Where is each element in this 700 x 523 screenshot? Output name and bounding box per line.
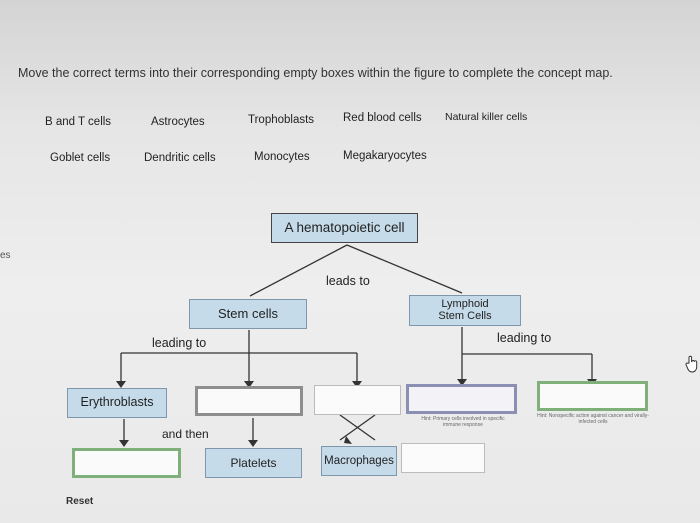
lymphoid-stem-cells-box: Lymphoid Stem Cells bbox=[409, 295, 521, 326]
leading-to-right-label: leading to bbox=[497, 331, 552, 345]
hint-text-1: Hint: Primary cells involved in specific… bbox=[421, 416, 505, 428]
left-edge-text: es bbox=[0, 250, 11, 261]
hint-text-2: Hint: Nonspecific action against cancer … bbox=[537, 413, 649, 425]
term-red-blood-cells[interactable]: Red blood cells bbox=[343, 112, 422, 124]
and-then-label: and then bbox=[162, 427, 209, 441]
reset-button[interactable]: Reset bbox=[66, 496, 94, 507]
term-goblet-cells[interactable]: Goblet cells bbox=[50, 152, 111, 164]
term-natural-killer-cells[interactable]: Natural killer cells bbox=[445, 111, 528, 123]
leads-to-label: leads to bbox=[326, 274, 370, 288]
leading-to-left-label: leading to bbox=[152, 336, 207, 350]
empty-drop-box-lymphoid-1[interactable] bbox=[406, 384, 517, 414]
empty-drop-box-2[interactable] bbox=[195, 386, 303, 416]
macrophages-box: Macrophages bbox=[321, 446, 397, 476]
term-b-and-t-cells[interactable]: B and T cells bbox=[45, 116, 112, 128]
empty-drop-box-3[interactable] bbox=[314, 385, 401, 415]
pointer-cursor-icon bbox=[684, 355, 700, 373]
platelets-box: Platelets bbox=[205, 448, 302, 478]
empty-drop-box-1[interactable] bbox=[72, 448, 181, 478]
term-trophoblasts[interactable]: Trophoblasts bbox=[248, 114, 315, 126]
stem-cells-box: Stem cells bbox=[189, 299, 307, 329]
term-dendritic-cells[interactable]: Dendritic cells bbox=[144, 152, 216, 164]
empty-drop-box-lymphoid-2[interactable] bbox=[537, 381, 648, 411]
instruction-text: Move the correct terms into their corres… bbox=[18, 66, 613, 80]
empty-drop-box-4[interactable] bbox=[401, 443, 485, 473]
root-box: A hematopoietic cell bbox=[271, 213, 418, 243]
term-monocytes[interactable]: Monocytes bbox=[254, 151, 310, 163]
term-astrocytes[interactable]: Astrocytes bbox=[151, 116, 205, 128]
term-megakaryocytes[interactable]: Megakaryocytes bbox=[343, 150, 427, 162]
erythroblasts-box: Erythroblasts bbox=[67, 388, 167, 418]
